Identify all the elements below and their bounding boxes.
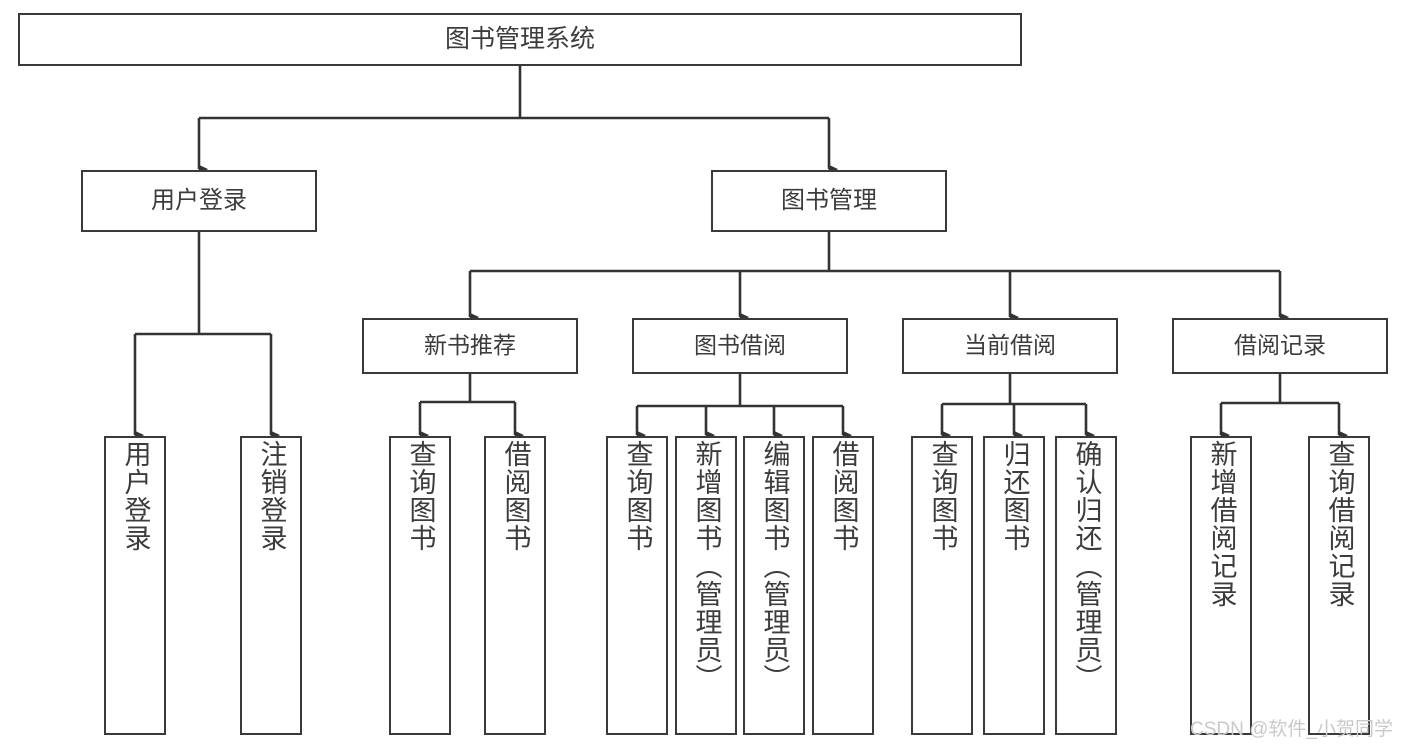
node-label: 编辑图书（管理员）	[759, 440, 790, 692]
node-label: 借阅记录	[1234, 332, 1326, 359]
node-leaf-confirm-return[interactable]: 确认归还（管理员）	[1055, 436, 1117, 735]
node-root-system[interactable]: 图书管理系统	[18, 13, 1022, 66]
node-label: 借阅图书	[828, 440, 859, 552]
node-leaf-add-book[interactable]: 新增图书（管理员）	[675, 436, 737, 735]
node-borrow-record[interactable]: 借阅记录	[1172, 318, 1388, 374]
node-leaf-user-login[interactable]: 用户登录	[104, 436, 166, 735]
node-label: 用户登录	[120, 440, 151, 552]
node-label: 查询图书	[622, 440, 653, 552]
node-label: 查询图书	[927, 440, 958, 552]
node-label: 图书管理	[781, 186, 877, 214]
node-leaf-add-record[interactable]: 新增借阅记录	[1190, 436, 1252, 735]
node-leaf-query-book-cur[interactable]: 查询图书	[911, 436, 973, 735]
node-book-borrow[interactable]: 图书借阅	[632, 318, 848, 374]
node-book-manage[interactable]: 图书管理	[711, 170, 947, 232]
node-label: 确认归还（管理员）	[1071, 440, 1102, 692]
node-label: 注销登录	[256, 440, 287, 552]
node-leaf-logout[interactable]: 注销登录	[240, 436, 302, 735]
node-leaf-query-book[interactable]: 查询图书	[606, 436, 668, 735]
node-label: 查询图书	[405, 440, 436, 552]
node-label: 用户登录	[151, 186, 247, 214]
node-user-login[interactable]: 用户登录	[81, 170, 317, 232]
node-current-borrow[interactable]: 当前借阅	[902, 318, 1118, 374]
node-leaf-return-book[interactable]: 归还图书	[983, 436, 1045, 735]
node-label: 新书推荐	[424, 332, 516, 359]
node-leaf-query-record[interactable]: 查询借阅记录	[1308, 436, 1370, 735]
node-label: 图书管理系统	[444, 24, 595, 53]
node-label: 当前借阅	[964, 332, 1056, 359]
node-label: 新增借阅记录	[1206, 440, 1237, 608]
node-leaf-borrow-book-rec[interactable]: 借阅图书	[484, 436, 546, 735]
node-label: 查询借阅记录	[1324, 440, 1355, 608]
connectors-group	[133, 66, 1349, 440]
node-label: 借阅图书	[500, 440, 531, 552]
node-label: 图书借阅	[694, 332, 786, 359]
node-new-book-rec[interactable]: 新书推荐	[362, 318, 578, 374]
node-label: 新增图书（管理员）	[691, 440, 722, 692]
node-leaf-edit-book[interactable]: 编辑图书（管理员）	[743, 436, 805, 735]
node-leaf-borrow-book[interactable]: 借阅图书	[812, 436, 874, 735]
node-leaf-query-book-rec[interactable]: 查询图书	[389, 436, 451, 735]
node-label: 归还图书	[999, 440, 1030, 552]
